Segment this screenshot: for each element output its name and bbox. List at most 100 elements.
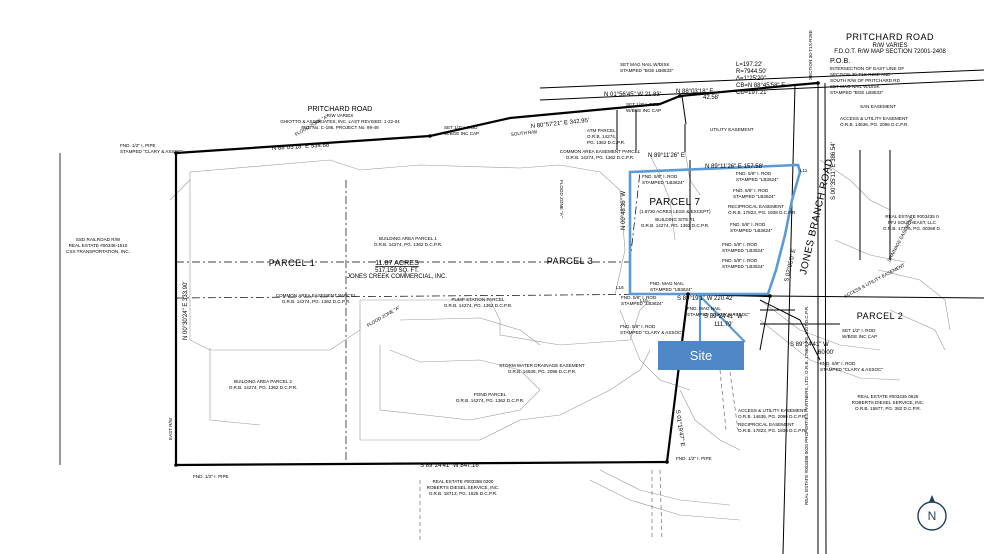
bearing-b4b: 42.58' xyxy=(703,95,719,101)
re-mid-1: REAL ESTATE #003435 0 xyxy=(885,214,939,219)
bearing-b14: S 02°05'0" E xyxy=(784,248,797,282)
fnd-mag-nail-b1: FND. MAG NAIL xyxy=(687,306,721,311)
curve-radius: R=7944.50' xyxy=(736,69,767,75)
parcel1-label: PARCEL 1 xyxy=(269,258,316,268)
road-label-jones-branch: JONES BRANCH ROAD xyxy=(798,158,835,276)
monument-marker xyxy=(678,94,682,98)
monument-marker xyxy=(174,463,178,467)
fnd-rod-2a: FND. 5/8" I. ROD xyxy=(736,171,772,176)
set-mag-nail-2: STAMPED "BGE LB8533" xyxy=(620,68,674,73)
fnd-pipe-bottom: FND. 1/2" I. PIPE xyxy=(193,474,229,479)
access-easement-1-orb: O.R.B. 14636, PG. 2096 D.C.P.R. xyxy=(840,122,909,127)
section-label: SECTION 30-T1S-R26E xyxy=(808,30,813,80)
site-outline xyxy=(628,163,802,296)
fnd-rod-6a: FND. 5/8" I. ROD xyxy=(722,258,758,263)
common-area-top: COMMON AREA EASEMENT PARCEL xyxy=(560,149,641,154)
bearing-b9: S 89°24'41" W xyxy=(790,342,829,348)
bearing-b13: S 00°35'11" E 386.54' xyxy=(831,142,837,200)
fnd-rod-clary-r1: FND. 5/8" I. ROD xyxy=(820,361,856,366)
monument-marker xyxy=(174,151,178,155)
set-rod-top-1: SET 1/2" I. ROD xyxy=(626,102,660,107)
site-callout-lines xyxy=(698,295,746,343)
pump-station-orb: O.R.B. 14274, PG. 1362 D.C.P.R. xyxy=(444,303,513,308)
north-arrow-tip-icon xyxy=(929,495,935,502)
parcel3-label: PARCEL 3 xyxy=(547,256,594,266)
parcel-sqft: 517,159 SQ. FT. xyxy=(375,268,419,274)
fnd-mag-nail-b2: STAMPED "CLARY & ASSOC" xyxy=(687,312,750,317)
fnd-rod-6b: STAMPED "LB3624" xyxy=(722,264,765,269)
survey-monuments xyxy=(174,81,820,467)
common-area-top-orb: O.R.B. 14274, PG. 1362 D.C.P.R. xyxy=(566,155,635,160)
reciprocal-easement-2: RECIPROCAL EASEMENT xyxy=(738,422,794,427)
reciprocal-easement-2-orb: O.R.B. 17823, PG. 1938 D.C.P.R. xyxy=(738,428,807,433)
road-note-left-2: FILE No. C-195, PROJECT No. 99-48 xyxy=(301,125,379,130)
fnd-rod-3b: STAMPED "LB3624" xyxy=(733,194,776,199)
road-label-pritchard-left: PRITCHARD ROAD xyxy=(308,104,373,113)
fnd-rod-2b: STAMPED "LB3624" xyxy=(736,177,779,182)
set-rod-left-2: W/BGE INC CAP xyxy=(444,131,479,136)
curve-chord-bearing: CB=N 88°45'58" E xyxy=(736,83,785,89)
re-bottom-1: REAL ESTATE #003388 0200 xyxy=(433,479,494,484)
fnd-rod-5a: FND. 5/8" I. ROD xyxy=(722,242,758,247)
pob-label: P.O.B. xyxy=(830,56,850,65)
set-mag-nail-1: SET MAG NAIL W/DISK xyxy=(620,62,670,67)
parcel7-label: PARCEL 7 xyxy=(649,197,700,208)
monument-marker xyxy=(768,294,772,298)
bearing-b4: N 88°03'18" E xyxy=(676,89,713,95)
re-mid-2: PFJ SOUTHEAST, LLC xyxy=(888,220,937,225)
atm-parcel-orb-2: PG. 1362 D.C.P.R. xyxy=(587,140,625,145)
south-rw-label: SOUTH R/W xyxy=(511,129,538,137)
parcel7-building: BUILDING SITE #1 xyxy=(655,217,695,222)
road-label-pritchard-right: PRITCHARD ROAD xyxy=(846,32,934,42)
access-easement-2: ACCESS & UTILITY EASEMENT xyxy=(843,262,906,298)
parcel-owner: JONES CREEK COMMERCIAL, INC. xyxy=(347,274,447,280)
bearing-b3: N 01°56'45" W 21.83' xyxy=(604,92,661,98)
fnd-rod-1a: FND. 5/8" I. ROD xyxy=(642,174,678,179)
fnd-rod-7a: FND. 5/8" I. ROD xyxy=(621,295,657,300)
bearing-b7: S 89°24'41" W 847.16' xyxy=(420,463,480,469)
access-easement-3-orb: O.R.B. 14636, PG. 2096 D.C.P.R. xyxy=(738,414,807,419)
l11-label: L11 xyxy=(800,168,808,173)
bearing-b10: S 89°19'1" W 220.42' xyxy=(677,296,734,302)
bearing-b8b: 111.79' xyxy=(714,322,733,328)
access-easement-3: ACCESS & UTILITY EASEMENT xyxy=(738,408,806,413)
pond-parcel: POND PARCEL xyxy=(474,392,507,397)
road-note-right: F.D.O.T. R/W MAP SECTION 72001-2408 xyxy=(834,49,946,55)
re-mid-3: O.R.B. 17776, PG. 00368 D. xyxy=(883,226,941,231)
storm-water-orb: O.R.B. 14636, PG. 2096 D.C.P.R. xyxy=(508,369,577,374)
flood-zone-3: FLOOD ZONE "A" xyxy=(559,180,564,218)
common-area-left-orb: O.R.B. 14274, PG. 1362 D.C.P.R. xyxy=(282,299,351,304)
building-area-2: BUILDING AREA PARCEL 2 xyxy=(234,379,292,384)
l16-label: L16 xyxy=(616,285,624,290)
re-right-2: ROBERTS DIESEL SERVICE, INC. xyxy=(852,400,925,405)
re-bottom-2: ROBERTS DIESEL SERVICE, INC. xyxy=(427,485,500,490)
fnd-rod-7b: STAMPED "LB3624" xyxy=(621,301,664,306)
fnd-rod-1b: STAMPED "LB3624" xyxy=(642,180,685,185)
fnd-pipe-top-1: FND. 1/2" I. PIPE xyxy=(120,143,156,148)
fnd-mag-nail-1: FND. MAG NAIL xyxy=(650,281,684,286)
fnd-pipe-top-2: STAMPED "CLARY & ASSOC" xyxy=(120,149,183,154)
monument-marker xyxy=(665,460,669,464)
re-vertical: REAL ESTATE #003388 0020 PROPERTIES PART… xyxy=(804,306,809,505)
pob-note-2: SECTION 30-T1S-R26E AND xyxy=(830,72,891,77)
set-rod-left-1: SET 1/2" I. ROD xyxy=(444,125,478,130)
building-area-1-orb: O.R.B. 14274, PG. 1362 D.C.P.R. xyxy=(374,242,443,247)
utility-easement: UTILITY EASEMENT xyxy=(710,127,754,132)
curve-length: L=197.22' xyxy=(736,62,762,68)
pob-note-1: INTERSECTION OF EAST LINE OF xyxy=(830,66,904,71)
bearing-b15: S 01°19'47" E xyxy=(674,409,685,447)
fnd-rod-4b: STAMPED "LB3624" xyxy=(730,228,773,233)
parcel2-label: PARCEL 2 xyxy=(857,311,904,321)
pump-station: PUMP STATION PARCEL xyxy=(451,297,504,302)
parcel7-area: (1.8730 ACRES LESS & EXCEPT) xyxy=(640,209,711,214)
pob-note-5: STAMPED "BGE LB8533" xyxy=(830,90,884,95)
bearing-b11: N 00°30'24" E 333.90' xyxy=(183,281,189,340)
bearing-b2: N 80°57'21" E 342.95' xyxy=(531,118,590,130)
bearing-b1: N 88°03'18" E 534.88' xyxy=(272,142,331,152)
north-arrow-label: N xyxy=(928,509,937,523)
set-rod-right-1: SET 1/2" I. ROD xyxy=(842,328,876,333)
pob-note-3: SOUTH R/W OF PRITCHARD RD xyxy=(830,78,901,83)
site-callout-box xyxy=(658,341,744,370)
